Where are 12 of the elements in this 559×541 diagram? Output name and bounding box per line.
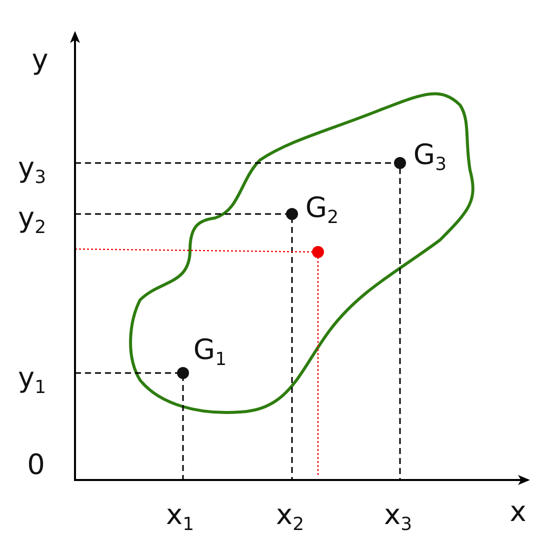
axis-label: y [32,46,48,74]
axis-label: y$_{3}$ [18,154,46,182]
axis-label: x [510,498,526,526]
axis-label: x$_{1}$ [166,501,194,529]
point-label: G$_{3}$ [413,141,447,169]
axis-label: y$_{2}$ [18,204,46,232]
axis-label: 0 [27,451,45,479]
point-label: G$_{1}$ [193,336,227,364]
axis-label: x$_{2}$ [276,501,304,529]
point-label: G$_{2}$ [305,194,339,222]
axis-label: y$_{1}$ [18,364,46,392]
axis-label: x$_{3}$ [384,501,412,529]
